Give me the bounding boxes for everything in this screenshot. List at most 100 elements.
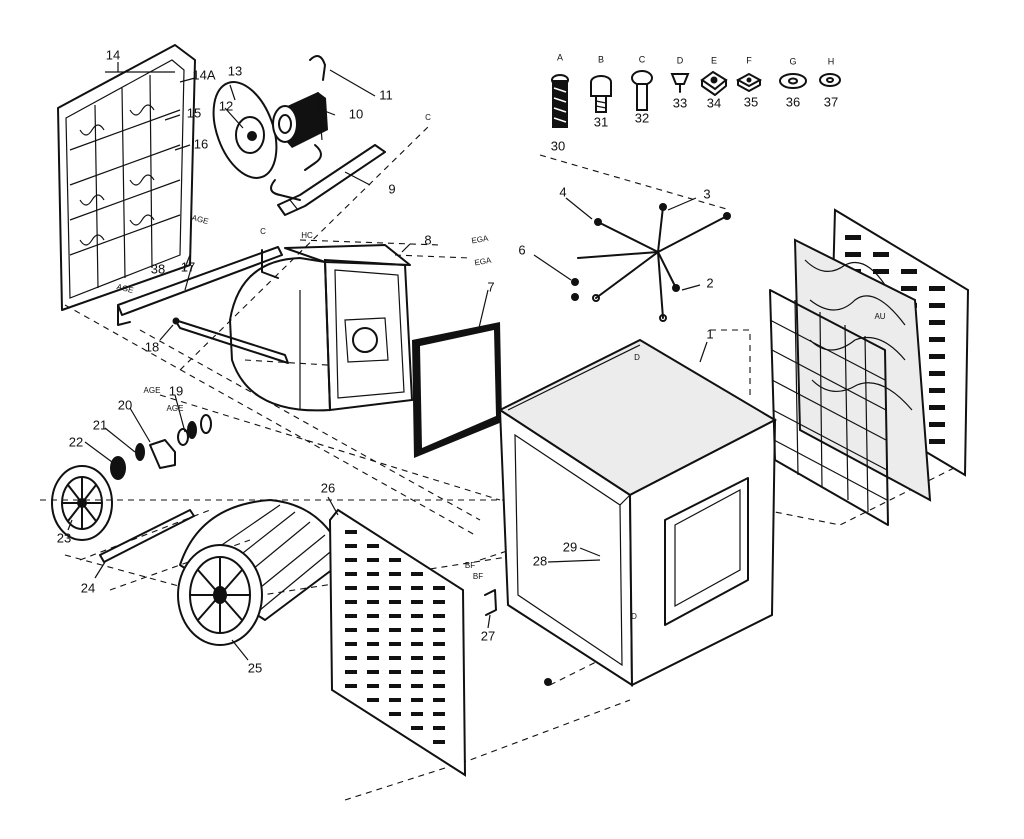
ref-hc: HC: [301, 231, 313, 240]
hardware-letter-c: C: [639, 54, 646, 64]
louver-slot: [433, 656, 445, 660]
motor-pulley: [235, 116, 265, 154]
louver-slot: [345, 544, 357, 548]
louver-slot: [389, 600, 401, 604]
evaporative-pad: [793, 238, 932, 502]
louver-slot: [345, 586, 357, 590]
grille-slot: [929, 337, 945, 342]
callout-23: 23: [57, 530, 71, 545]
callout-20: 20: [118, 397, 132, 412]
hardware-row: [551, 70, 841, 128]
ref-bf-2: BF: [473, 572, 483, 581]
grille-slot: [845, 235, 861, 240]
callout-1: 1: [706, 326, 713, 341]
callout-10: 10: [349, 106, 363, 121]
louver-slot: [389, 572, 401, 576]
callout-2: 2: [706, 275, 713, 290]
callout-6: 6: [518, 242, 525, 257]
louver-slot: [411, 656, 423, 660]
callout-17: 17: [181, 259, 195, 274]
callout-22: 22: [69, 434, 83, 449]
hardware-letter-e: E: [711, 55, 717, 65]
hardware-c-carriage-bolt: [631, 70, 653, 111]
louver-slot: [367, 684, 379, 688]
louver-slot: [367, 614, 379, 618]
louver-slot: [345, 628, 357, 632]
louver-slot: [367, 586, 379, 590]
callout-7: 7: [487, 279, 494, 294]
motor-belt: [212, 81, 278, 179]
louver-slot: [411, 586, 423, 590]
louver-slot: [433, 628, 445, 632]
hardware-e-nut: [700, 70, 728, 96]
callout-26: 26: [321, 480, 335, 495]
callout-14: 14: [106, 47, 120, 62]
louver-slot: [345, 642, 357, 646]
louver-slot: [411, 698, 423, 702]
louver-slot: [345, 530, 357, 534]
blower-wheel: [177, 499, 346, 646]
grille-slot: [873, 252, 889, 257]
grille-slot: [901, 269, 917, 274]
louver-slot: [411, 628, 423, 632]
louver-slot: [389, 628, 401, 632]
callout-24: 24: [81, 580, 95, 595]
louver-slot: [411, 684, 423, 688]
callout-34: 34: [707, 95, 721, 110]
louver-slot: [389, 698, 401, 702]
callout-15: 15: [187, 105, 201, 120]
louver-slot: [411, 726, 423, 730]
louver-slot: [389, 642, 401, 646]
louver-slot: [433, 614, 445, 618]
louver-slot: [433, 600, 445, 604]
water-distribution-tubes: [571, 203, 731, 322]
louver-slot: [389, 656, 401, 660]
blower-motor: [272, 91, 328, 148]
louver-slot: [367, 558, 379, 562]
louver-slot: [411, 614, 423, 618]
callout-32: 32: [635, 110, 649, 125]
media-frame-panel: [57, 44, 196, 311]
louver-slot: [389, 558, 401, 562]
callout-31: 31: [594, 114, 608, 129]
louver-slot: [367, 572, 379, 576]
grille-slot: [929, 371, 945, 376]
louver-slot: [433, 726, 445, 730]
louver-slot: [433, 698, 445, 702]
callout-19: 19: [169, 383, 183, 398]
motor-mount-bracket: [270, 55, 386, 216]
louver-slot: [367, 642, 379, 646]
grille-slot: [929, 354, 945, 359]
hardware-a-long-bolt: [551, 74, 569, 128]
hardware-f-square-nut: [735, 72, 763, 92]
louver-slot: [433, 712, 445, 716]
hardware-letter-f: F: [746, 55, 752, 65]
ref-ega-1: EGA: [471, 234, 490, 246]
blower-support-rail: [117, 246, 289, 364]
louver-slot: [345, 670, 357, 674]
blower-shaft: [99, 509, 195, 563]
louvered-side-panel: [328, 508, 467, 777]
grille-slot: [929, 439, 945, 444]
louver-slot: [345, 558, 357, 562]
callout-38: 38: [151, 261, 165, 276]
louver-slot: [411, 670, 423, 674]
callout-35: 35: [744, 94, 758, 109]
louver-slot: [345, 656, 357, 660]
louver-slot: [411, 642, 423, 646]
louver-slot: [411, 712, 423, 716]
callout-33: 33: [673, 95, 687, 110]
louver-slot: [367, 600, 379, 604]
hardware-h-washer: [819, 73, 841, 87]
callout-30: 30: [551, 138, 565, 153]
callout-12: 12: [219, 98, 233, 113]
louver-slot: [433, 740, 445, 744]
hardware-letter-labels: A B C D E F G H: [557, 52, 834, 66]
shaft-bearing-hardware: [110, 414, 212, 480]
panel-clip: [484, 589, 497, 616]
hardware-letter-g: G: [789, 56, 796, 66]
ref-age-3: AGE: [144, 386, 161, 395]
louver-slot: [433, 684, 445, 688]
ref-c-bracket: C: [260, 227, 266, 236]
